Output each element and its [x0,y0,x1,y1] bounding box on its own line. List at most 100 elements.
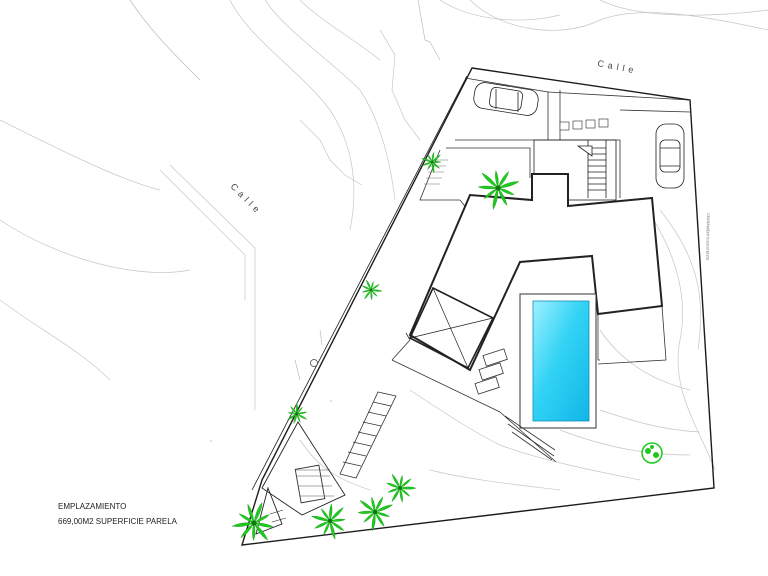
palm-frond [323,520,331,536]
palm-frond [385,482,401,489]
palm-frond [329,518,346,522]
palm-frond [253,522,269,541]
palm-frond [240,522,255,539]
palm-trunk [251,520,257,526]
palm-frond [329,520,345,532]
palm-frond [399,487,411,497]
palm-frond [357,510,376,514]
palm-frond [477,185,499,190]
palm-frond [399,474,403,489]
pool-steps [504,415,556,461]
misc-marks [129,0,441,443]
car [655,123,685,189]
boundary-note: CERRAMIENTO EXISTENTE [705,213,710,261]
survey-marker [310,359,318,367]
palm-frond [387,487,401,493]
palm-frond [370,280,374,291]
palm-trunk [369,288,373,292]
palm-tree [361,279,383,301]
palm-trunk [398,486,402,490]
palm-tree [421,151,442,174]
palm-frond [427,161,433,171]
palm-frond [427,153,433,163]
staircase [533,139,617,201]
terrace-outline [391,305,667,463]
palm-frond [371,496,376,513]
palm-trunk [495,185,501,191]
palm-frond [366,279,372,291]
palm-frond [399,478,412,489]
palm-frond [399,487,403,503]
palm-frond [253,501,263,524]
palm-tree [287,402,308,424]
palm-frond [483,187,499,199]
palm-frond [371,511,376,532]
palm-frond [314,520,331,529]
palm-frond [287,413,298,421]
palm-frond [497,181,520,189]
palm-trunk [372,509,378,515]
palm-frond [481,172,499,189]
palm-frond [370,289,383,292]
palm-frond [497,187,508,207]
palm-tree [357,496,394,532]
lower-terrace [255,421,346,535]
street-label-top: Calle [597,58,639,76]
palm-tree [477,169,520,211]
palm-frond [374,504,394,513]
plot-area-label: 669,00M2 SUPERFICIE PARELA [58,517,178,526]
palm-frond [361,285,372,291]
garden-steps [339,391,397,479]
palm-frond [231,522,255,527]
pool [519,293,597,429]
palm-tree [385,473,417,503]
palm-frond [252,522,256,542]
palm-frond [370,284,380,291]
car [473,82,539,116]
palm-frond [296,411,308,415]
street-label-left: Calle [229,181,265,217]
palm-frond [361,289,372,293]
palm-trunk [430,160,434,164]
palm-frond [431,161,435,174]
palm-frond [296,406,303,415]
palm-frond [421,158,433,163]
palm-frond [422,161,433,166]
palm-trunk [295,412,299,416]
palm-frond [431,161,441,169]
palm-frond [431,154,441,163]
palm-frond [364,289,372,300]
palm-frond [374,511,385,527]
palm-frond [370,289,378,297]
drawing-title: EMPLAZAMIENTO [58,502,127,511]
palm-tree [311,503,346,540]
palm-frond [329,520,336,540]
palm-frond [287,412,298,415]
palm-frond [290,406,298,415]
palm-frond [431,161,442,163]
sun-loungers [474,348,508,395]
palm-frond [495,169,499,189]
palm-frond [311,515,331,522]
palm-frond [399,486,417,490]
palm-frond [238,513,255,524]
palm-frond [295,402,298,415]
palm-frond [247,503,255,524]
palm-frond [391,487,401,503]
palm-frond [296,413,301,423]
palm-trunk [327,518,333,524]
palm-frond [374,511,391,517]
palm-frond [363,511,376,523]
palm-frond [253,514,271,524]
stepping-stones [559,118,609,131]
palm-frond [497,170,510,189]
palm-frond [320,508,331,522]
palm-tree [231,501,274,542]
house-footprint [408,173,664,372]
covered-patio [408,286,495,370]
palm-frond [492,187,499,211]
round-shrub [641,442,663,464]
palm-frond [253,522,274,528]
palm-frond [293,413,298,424]
